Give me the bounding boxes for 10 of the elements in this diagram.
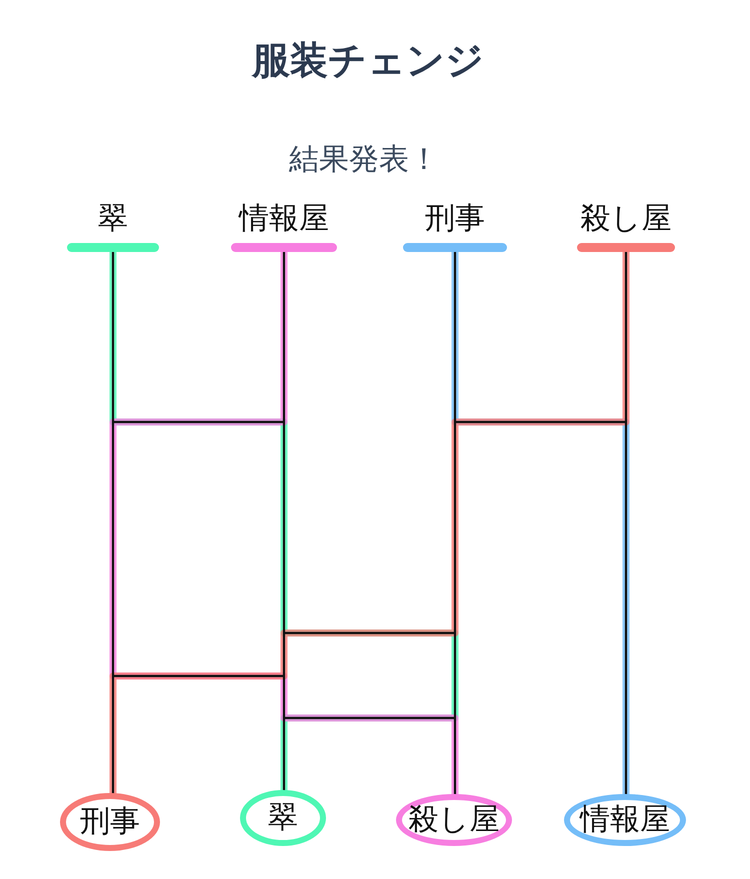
start-label: 刑事 — [403, 200, 507, 252]
result-oval: 翠 — [240, 790, 326, 846]
result-oval: 情報屋 — [564, 794, 686, 846]
result-oval: 殺し屋 — [396, 794, 512, 846]
subtitle: 結果発表！ — [289, 141, 439, 179]
title: 服装チェンジ — [252, 37, 484, 84]
start-label: 翠 — [67, 200, 159, 252]
start-label: 情報屋 — [231, 200, 337, 252]
result-oval: 刑事 — [60, 793, 160, 851]
start-label: 殺し屋 — [577, 200, 675, 252]
